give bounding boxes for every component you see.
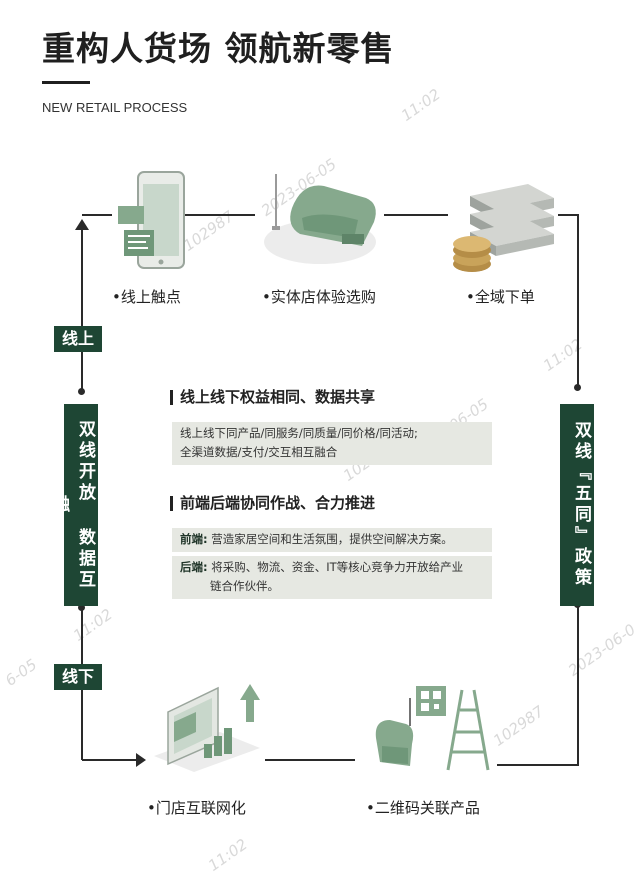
flow-line bbox=[183, 214, 255, 216]
flow-line bbox=[384, 214, 448, 216]
arrow-up-icon bbox=[75, 219, 89, 230]
qr-shelf-icon bbox=[375, 686, 490, 771]
watermark: 11:02 bbox=[70, 605, 116, 645]
flow-dot bbox=[78, 388, 85, 395]
node-store-network: •门店互联网化 bbox=[147, 799, 246, 817]
page-subtitle: NEW RETAIL PROCESS bbox=[42, 100, 188, 115]
flow-line bbox=[497, 764, 579, 766]
flow-line bbox=[82, 759, 140, 761]
back-text-line2: 链合作伙伴。 bbox=[210, 579, 279, 593]
back-text-line1: 将采购、物流、资金、IT等核心竞争力开放给产业 bbox=[211, 560, 464, 574]
node-qr-products: •二维码关联产品 bbox=[366, 799, 480, 817]
title-rule bbox=[42, 81, 90, 84]
right-vertical-label: 双线『五同』政策 bbox=[560, 404, 594, 606]
box-five-same: 线上线下同产品/同服务/同质量/同价格/同活动; 全渠道数据/支付/交互相互融合 bbox=[172, 422, 492, 465]
front-text: 营造家居空间和生活氛围，提供空间解决方案。 bbox=[211, 532, 453, 546]
left-vertical-label: 双线开放 数据互融 bbox=[49, 404, 98, 606]
flow-line bbox=[577, 604, 579, 766]
back-label: 后端: bbox=[180, 560, 208, 574]
flow-line bbox=[577, 214, 579, 386]
box-front-end: 前端: 营造家居空间和生活氛围，提供空间解决方案。 bbox=[172, 528, 492, 552]
box-five-same-line1: 线上线下同产品/同服务/同质量/同价格/同活动; bbox=[180, 426, 418, 440]
sofa-icon bbox=[264, 174, 376, 264]
box-five-same-line2: 全渠道数据/支付/交互相互融合 bbox=[180, 445, 338, 459]
online-tag: 线上 bbox=[54, 326, 103, 352]
flow-line bbox=[558, 214, 579, 216]
heading-rights-equal: 线上线下权益相同、数据共享 bbox=[170, 390, 375, 405]
watermark: 11:02 bbox=[205, 835, 251, 875]
node-omni-order: •全域下单 bbox=[466, 288, 535, 306]
watermark: 6-05 bbox=[2, 655, 41, 690]
watermark: 102987 bbox=[490, 702, 548, 750]
money-stack-icon bbox=[453, 184, 554, 272]
smartphone-icon bbox=[118, 171, 185, 269]
flow-line bbox=[81, 222, 83, 390]
offline-tag: 线下 bbox=[54, 664, 103, 690]
heading-front-back: 前端后端协同作战、合力推进 bbox=[170, 496, 375, 511]
flow-dot bbox=[574, 384, 581, 391]
node-online-touch: •线上触点 bbox=[112, 288, 181, 306]
flow-dot bbox=[78, 604, 85, 611]
box-back-end: 后端: 将采购、物流、资金、IT等核心竞争力开放给产业 链合作伙伴。 bbox=[172, 556, 492, 599]
arrow-right-icon bbox=[136, 753, 146, 767]
watermark: 11:02 bbox=[398, 85, 444, 125]
node-store-experience: •实体店体验选购 bbox=[262, 288, 376, 306]
flow-line bbox=[82, 214, 112, 216]
page-title: 重构人货场 领航新零售 bbox=[42, 29, 395, 68]
store-network-icon bbox=[154, 684, 260, 772]
front-label: 前端: bbox=[180, 532, 208, 546]
flow-line bbox=[265, 759, 355, 761]
